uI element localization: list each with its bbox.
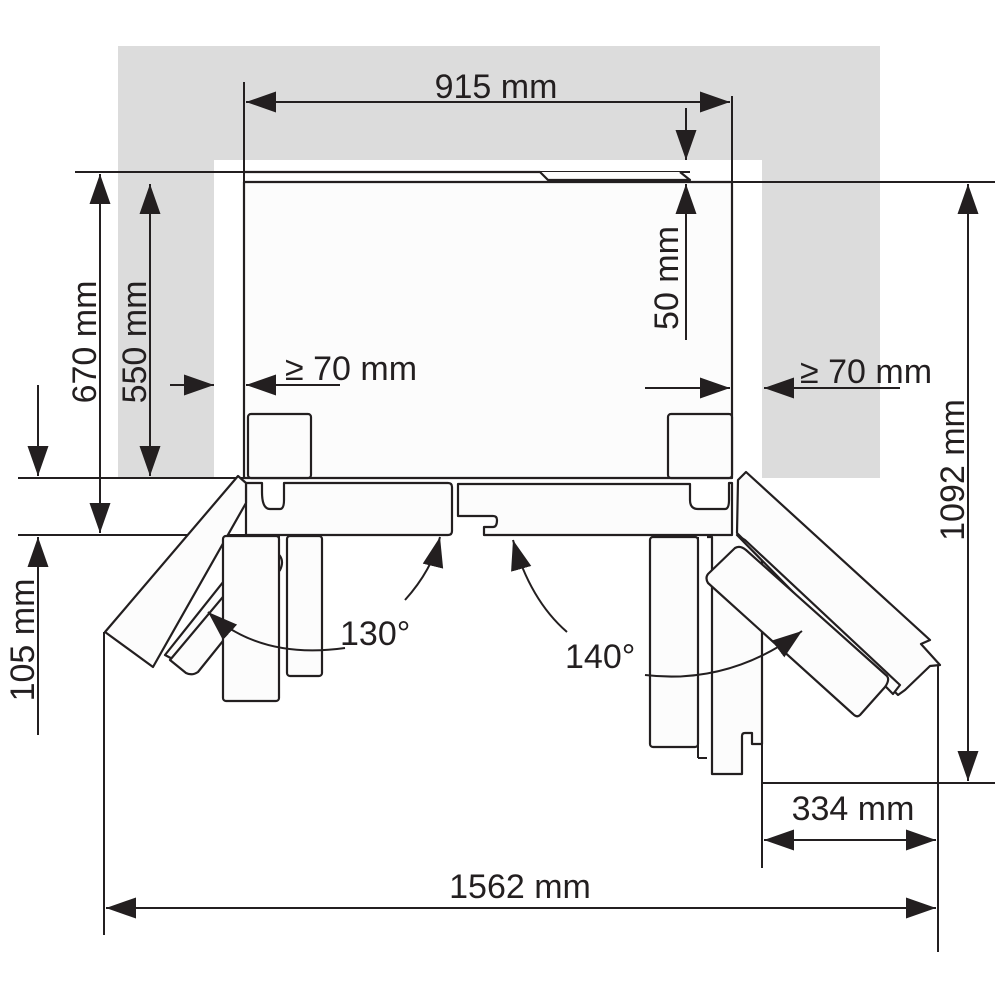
- left-door-angle-label: 130°: [340, 615, 410, 653]
- depth-total-label: 670 mm: [66, 281, 104, 404]
- depth-body-label: 550 mm: [116, 281, 154, 404]
- dimension-lines: [27, 91, 979, 919]
- hinge-block-right: [666, 412, 734, 480]
- left-door-closed: [244, 481, 454, 537]
- door-swing-side-label: 334 mm: [792, 790, 915, 828]
- left-door-open: [103, 474, 324, 703]
- fridge-body: [242, 170, 734, 480]
- right-door-closed: [456, 481, 734, 537]
- width-top-label: 915 mm: [435, 68, 558, 106]
- door-thickness-label: 105 mm: [4, 579, 42, 702]
- side-gap-left-label: ≥ 70 mm: [285, 350, 417, 388]
- hinge-block-left: [246, 412, 313, 480]
- right-door-angle-label: 140°: [565, 638, 635, 676]
- width-open-label: 1562 mm: [449, 868, 591, 906]
- side-gap-right-label: ≥ 70 mm: [800, 353, 932, 391]
- rear-gap-label: 50 mm: [648, 226, 686, 330]
- depth-open-label: 1092 mm: [934, 399, 972, 541]
